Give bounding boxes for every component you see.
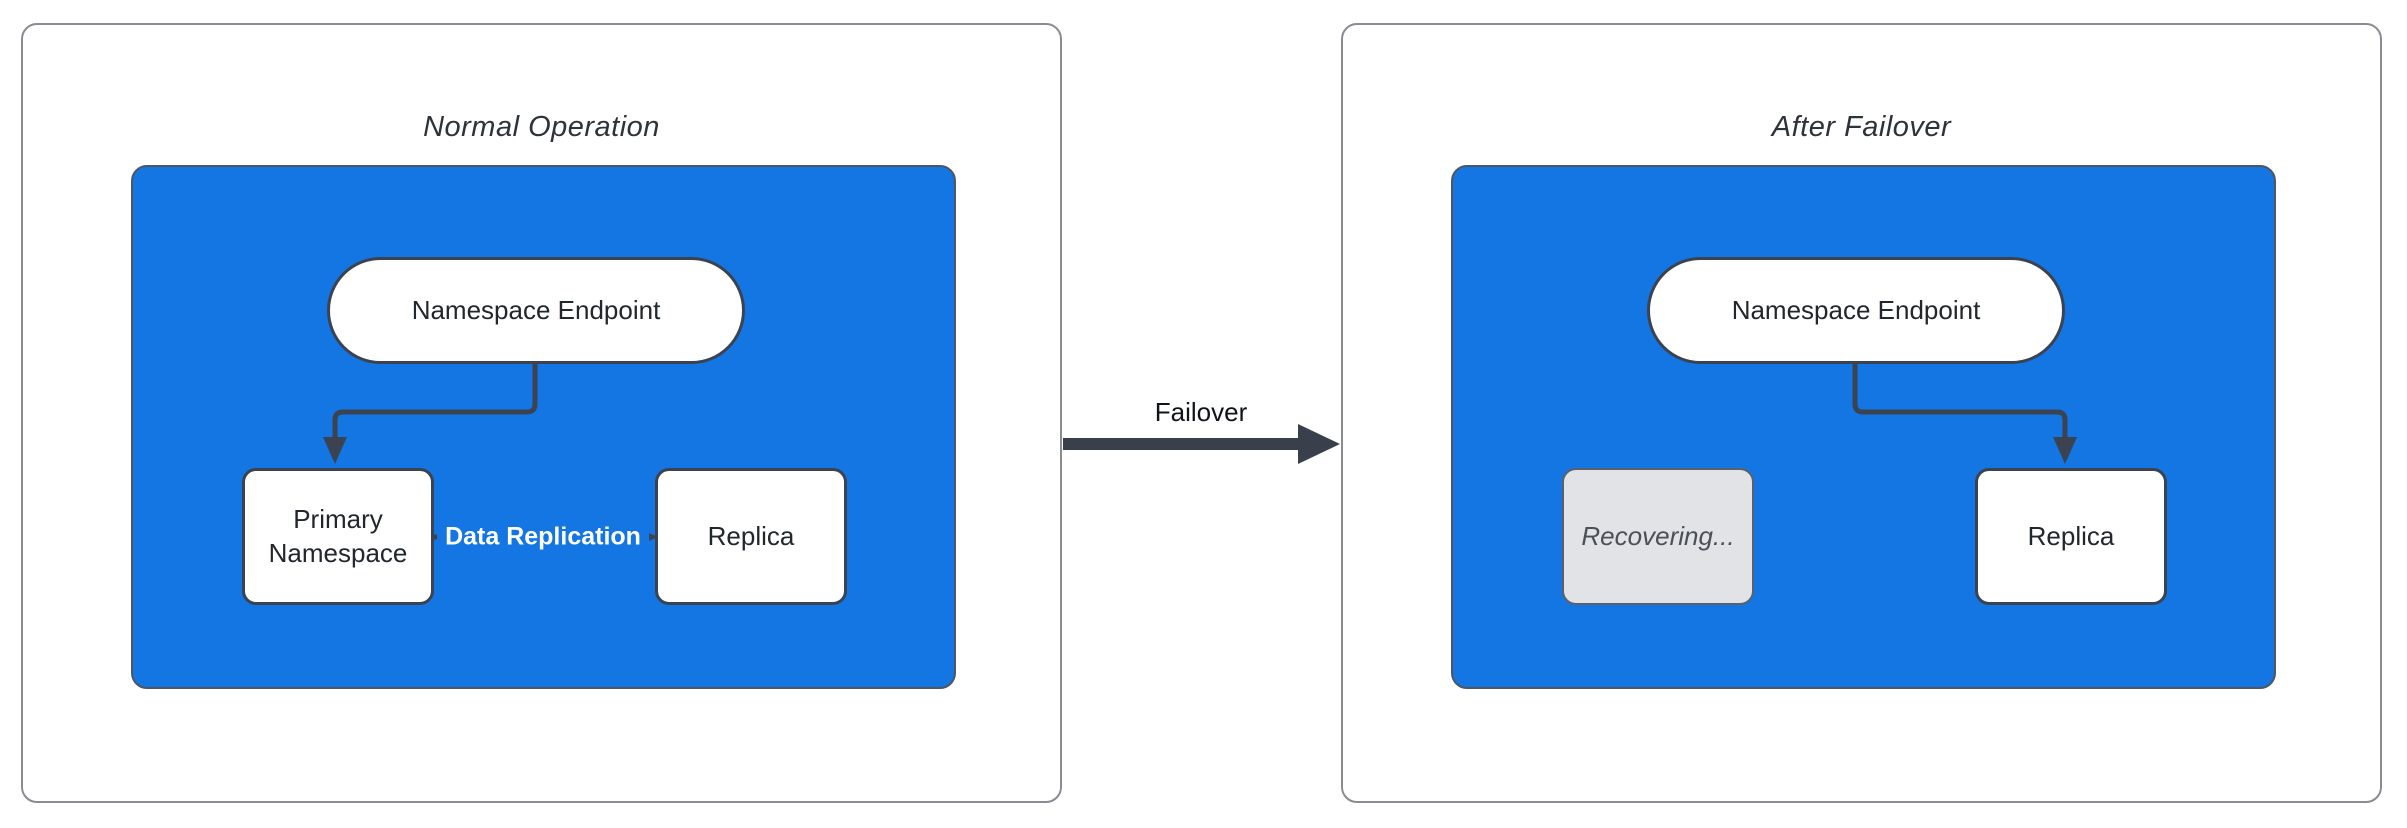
recovering-node: Recovering... — [1562, 468, 1754, 605]
panel-title-after-failover: After Failover — [1771, 111, 1952, 143]
primary-namespace-node: Primary Namespace — [242, 468, 434, 605]
panel-title-normal-operation: Normal Operation — [423, 111, 660, 143]
primary-namespace-label: Primary Namespace — [268, 503, 408, 568]
namespace-endpoint-node-normal: Namespace Endpoint — [327, 257, 745, 364]
failover-arrow — [1063, 424, 1340, 464]
namespace-container-failover: Namespace Endpoint Recovering... Replica — [1451, 165, 2276, 689]
replica-label-failover: Replica — [2027, 520, 2115, 551]
failover-label: Failover — [1154, 397, 1248, 427]
replica-node-normal: Replica — [655, 468, 847, 605]
namespace-endpoint-label: Namespace Endpoint — [411, 295, 661, 325]
replica-node-failover: Replica — [1975, 468, 2167, 605]
namespace-endpoint-label-failover: Namespace Endpoint — [1731, 295, 1981, 325]
replica-label-normal: Replica — [707, 520, 795, 551]
recovering-label: Recovering... — [1581, 520, 1735, 551]
panel-normal-operation: Normal Operation Namespace Endpoint Prim… — [21, 23, 1062, 803]
namespace-endpoint-node-failover: Namespace Endpoint — [1647, 257, 2065, 364]
panel-after-failover: After Failover Namespace Endpoint Recove… — [1341, 23, 2382, 803]
data-replication-label: Data Replication — [437, 519, 649, 555]
namespace-container-normal: Namespace Endpoint Primary Namespace Rep… — [131, 165, 956, 689]
